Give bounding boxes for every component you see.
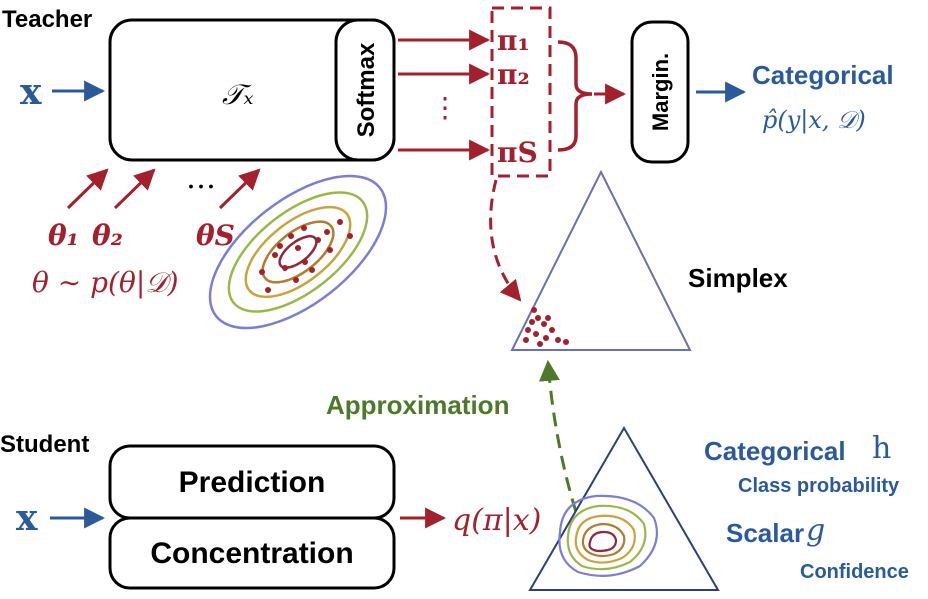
sample-dot bbox=[293, 277, 299, 283]
theta-2-label: θ₂ bbox=[92, 219, 123, 252]
simplex-dot bbox=[545, 315, 551, 321]
sample-dot bbox=[259, 269, 265, 275]
simplex-dot bbox=[525, 327, 531, 333]
pi-vdots: ⋮ bbox=[431, 91, 459, 124]
categorical-title: Categorical bbox=[752, 60, 894, 90]
simplex-label: Simplex bbox=[688, 263, 788, 293]
simplex-dot bbox=[543, 335, 549, 341]
sample-dot bbox=[347, 233, 353, 239]
theta-S-arrow bbox=[218, 168, 261, 210]
simplex-dot bbox=[529, 319, 535, 325]
sample-dot bbox=[277, 243, 283, 249]
teacher-input-x: x bbox=[20, 71, 42, 113]
posterior-label: θ ∼ p(θ|𝒟) bbox=[32, 266, 179, 299]
marginalize-label: Margin. bbox=[648, 53, 673, 131]
sample-dot bbox=[282, 265, 288, 271]
sample-dot bbox=[301, 225, 307, 231]
theta-S-label: θS bbox=[196, 219, 235, 252]
teacher-simplex bbox=[510, 169, 692, 351]
contour-ring bbox=[278, 235, 318, 269]
samples-box bbox=[490, 6, 552, 178]
simplex-dot bbox=[549, 327, 555, 333]
legend-scalar: Scalar bbox=[726, 518, 804, 548]
theta-2-arrow bbox=[113, 168, 156, 210]
theta-1-arrow bbox=[66, 168, 109, 210]
theta-dots: … bbox=[186, 161, 216, 196]
categorical-formula: p̂(y|x, 𝒟) bbox=[762, 106, 866, 135]
concentration-label: Concentration bbox=[150, 537, 353, 570]
student-output-label: q(π|x) bbox=[452, 503, 541, 538]
legend-confidence: Confidence bbox=[800, 561, 909, 583]
student-title: Student bbox=[0, 431, 89, 458]
approximation-arrow bbox=[538, 359, 578, 513]
pi-1-label: π₁ bbox=[497, 24, 530, 57]
samples-brace bbox=[557, 40, 593, 152]
legend-class-probability: Class probability bbox=[738, 475, 900, 497]
posterior-contours bbox=[208, 174, 388, 330]
simplex-dot bbox=[555, 337, 561, 343]
sample-dot bbox=[309, 267, 315, 273]
dirichlet-contours bbox=[558, 494, 658, 577]
teacher-model-label: 𝒯ₓ bbox=[222, 78, 253, 111]
approximation-label: Approximation bbox=[326, 390, 509, 420]
sample-dot bbox=[295, 245, 301, 251]
teacher-title: Teacher bbox=[2, 6, 92, 33]
simplex-dot bbox=[541, 321, 547, 327]
contour-ring bbox=[244, 205, 352, 299]
contour-ring bbox=[581, 522, 626, 558]
posterior-samples bbox=[259, 219, 353, 293]
simplex-dot bbox=[531, 307, 537, 313]
contour-ring bbox=[566, 504, 647, 571]
marginalize-box bbox=[630, 20, 690, 164]
prediction-label: Prediction bbox=[179, 466, 326, 499]
simplex-dot bbox=[537, 341, 543, 347]
samples-to-simplex-arrow bbox=[489, 179, 522, 302]
softmax-box bbox=[334, 18, 396, 162]
sample-dot bbox=[288, 233, 294, 239]
contour-ring bbox=[588, 530, 618, 553]
student-input-x: x bbox=[16, 497, 38, 539]
sample-dot bbox=[265, 287, 271, 293]
contour-ring bbox=[208, 174, 388, 330]
pi-S-label: πS bbox=[497, 136, 538, 169]
legend-categorical: Categorical bbox=[704, 436, 846, 466]
sample-dot bbox=[327, 247, 333, 253]
sample-dot bbox=[324, 229, 330, 235]
softmax-label: Softmax bbox=[353, 42, 380, 137]
sample-dot bbox=[272, 252, 278, 258]
sample-dot bbox=[337, 219, 343, 225]
sample-dot bbox=[302, 259, 308, 265]
simplex-dot bbox=[563, 339, 569, 345]
simplex-dot bbox=[533, 331, 539, 337]
pi-2-label: π₂ bbox=[497, 58, 530, 91]
concentration-box bbox=[108, 516, 396, 590]
legend-g: g bbox=[806, 513, 825, 548]
contour-ring bbox=[558, 494, 658, 577]
legend-h: h bbox=[872, 431, 891, 466]
sample-dot bbox=[315, 237, 321, 243]
simplex-dot bbox=[523, 337, 529, 343]
theta-1-label: θ₁ bbox=[48, 219, 79, 252]
simplex-samples bbox=[523, 307, 569, 347]
contour-ring bbox=[227, 191, 369, 313]
simplex-dot bbox=[535, 315, 541, 321]
contour-ring bbox=[574, 514, 636, 564]
